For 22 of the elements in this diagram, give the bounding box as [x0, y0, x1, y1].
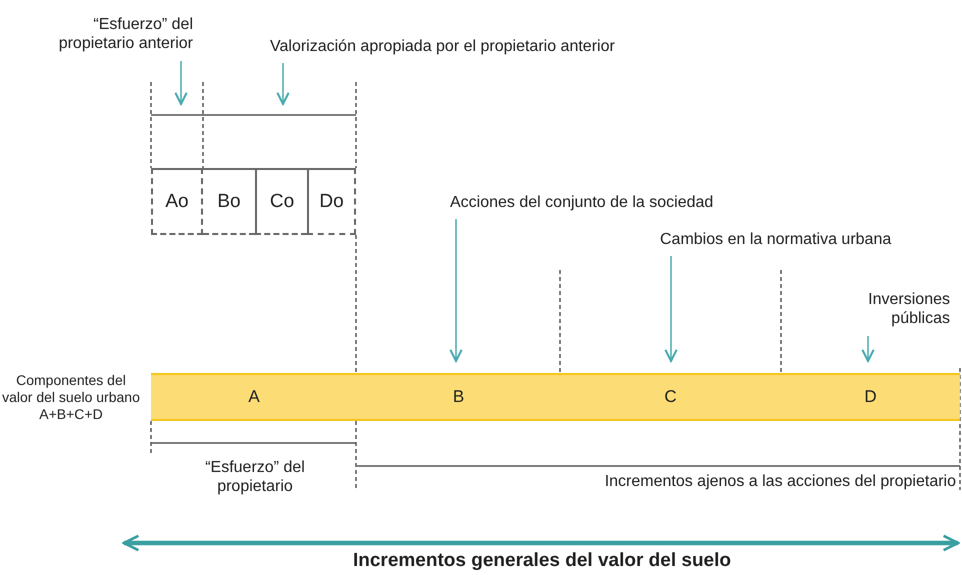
axis-title: Incrementos generales del valor del suelo	[352, 550, 732, 572]
arrow	[449, 219, 463, 362]
arrow	[861, 336, 875, 362]
annotation-text: Cambios en la normativa urbana	[660, 230, 940, 252]
component-cell: Do	[307, 168, 356, 235]
component-cell: Co	[255, 168, 307, 235]
bracket-label: Incrementos ajenos a las acciones del propietario	[604, 472, 956, 491]
component-cell: Bo	[203, 168, 255, 235]
annotation-text: “Esfuerzo” del propietario anterior	[15, 15, 193, 57]
value-segment: A	[151, 373, 357, 421]
row-label: Componentes del valor del suelo urbano A+B+C+D	[1, 372, 141, 423]
arrow	[664, 256, 678, 362]
annotation-text: Inversiones públicas	[830, 290, 950, 332]
arrow	[276, 63, 290, 106]
value-segment: C	[560, 373, 781, 421]
arrow	[174, 61, 188, 106]
value-segment: B	[357, 373, 560, 421]
annotation-text: Valorización apropiada por el propietario anterior	[270, 37, 690, 59]
annotation-text: Acciones del conjunto de la sociedad	[450, 193, 760, 215]
bracket-label: “Esfuerzo” del propietario	[204, 458, 306, 496]
value-segment: D	[781, 373, 960, 421]
component-cell: Ao	[151, 168, 203, 235]
